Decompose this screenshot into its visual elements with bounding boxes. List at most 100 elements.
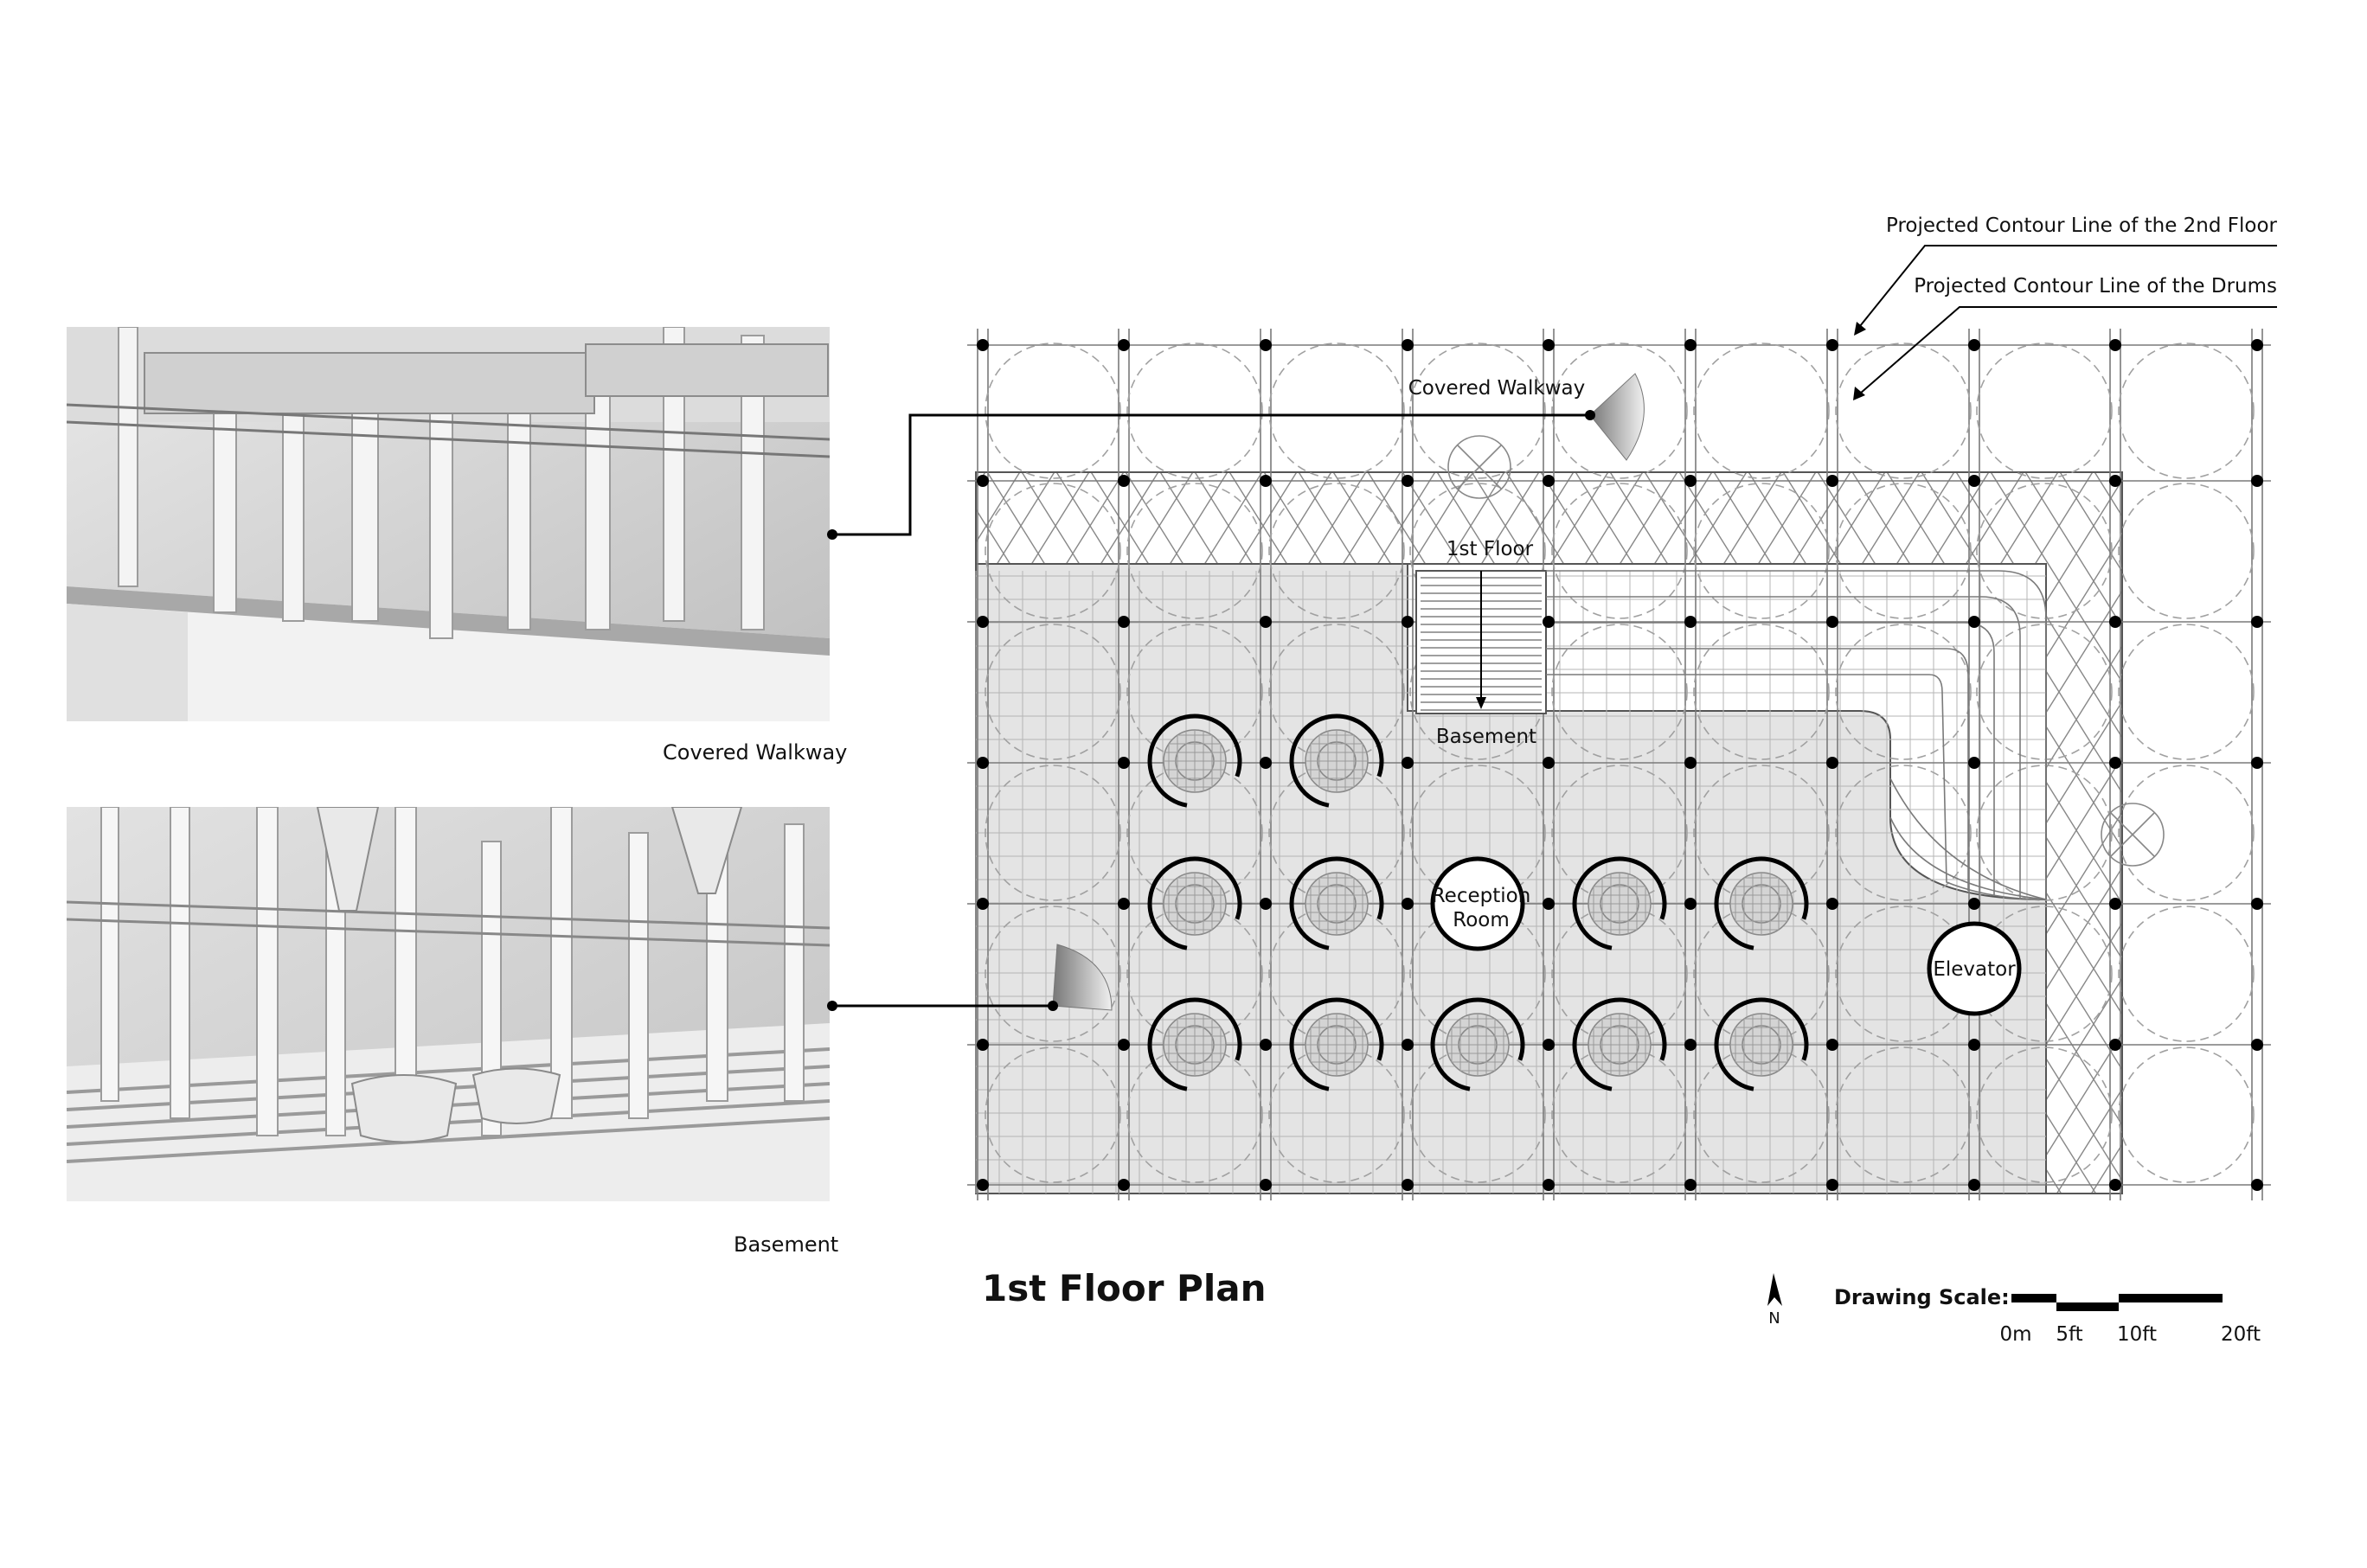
column-dot	[977, 339, 989, 351]
drum-contour-circle	[985, 624, 1121, 760]
drum-wall-arc	[1714, 856, 1809, 950]
basement-photo-illustration	[67, 807, 830, 1201]
column-dot	[1968, 757, 1980, 769]
drum-contour-circle	[2118, 1046, 2255, 1183]
drum-contour-circle	[985, 1046, 1121, 1183]
drum	[1572, 997, 1667, 1091]
plan-title: 1st Floor Plan	[982, 1267, 1267, 1309]
label-reception-room-line2: Room	[1453, 909, 1510, 931]
drawing-scale: Drawing Scale: 0m 5ft 10ft 20ft	[1834, 1285, 2261, 1346]
drum-wall-arc	[1289, 997, 1384, 1091]
column-dot	[1402, 1039, 1414, 1051]
column-dot	[1684, 339, 1697, 351]
column-dot	[1260, 339, 1272, 351]
north-arrow: N	[1767, 1273, 1782, 1328]
drum-contour-circle	[1835, 624, 1972, 760]
column-dot	[1543, 1179, 1555, 1191]
column-dot	[1968, 1179, 1980, 1191]
drum-contour-circle	[2118, 624, 2255, 760]
scale-title: Drawing Scale:	[1834, 1285, 2010, 1309]
column-dot	[1260, 616, 1272, 628]
column-dot	[1826, 616, 1838, 628]
drum-wall-arc	[1572, 856, 1667, 950]
scale-tick-2: 10ft	[2117, 1323, 2157, 1346]
column-dot	[2109, 616, 2121, 628]
drum-contour-circle	[1976, 1046, 2113, 1183]
drum-contour-circle	[2118, 342, 2255, 479]
column-dot	[1260, 1039, 1272, 1051]
column-dot	[2251, 339, 2263, 351]
drum-contour-circle	[985, 483, 1121, 619]
scale-bar-segment-2	[2056, 1302, 2119, 1311]
drum-contour-circle	[1835, 1046, 1972, 1183]
column-dot	[1543, 339, 1555, 351]
drum-contour-circle	[2118, 906, 2255, 1042]
annotation-2nd-floor-contour: Projected Contour Line of the 2nd Floor	[1886, 214, 2278, 237]
label-first-floor: 1st Floor	[1446, 538, 1534, 560]
column-dot	[2251, 757, 2263, 769]
column-dot	[1402, 475, 1414, 487]
drum	[1289, 856, 1384, 950]
drum-contour-circle	[1976, 624, 2113, 760]
basement-photo	[67, 807, 830, 1201]
column-dot	[1826, 339, 1838, 351]
drum-contour-circle	[1976, 483, 2113, 619]
label-covered-walkway: Covered Walkway	[1408, 377, 1586, 400]
drum	[1430, 997, 1525, 1091]
stair-arrow	[1476, 571, 1486, 709]
drum-wall-arc	[1147, 856, 1242, 950]
column-dot	[1543, 757, 1555, 769]
column-dot	[1402, 1179, 1414, 1191]
drum-contour-circle	[1268, 342, 1405, 479]
column-dot	[2109, 1039, 2121, 1051]
column-dot	[1402, 339, 1414, 351]
column-dot	[1968, 898, 1980, 910]
column-dot	[1118, 616, 1130, 628]
drum-contour-circle	[1551, 624, 1688, 760]
drum-contour-circle	[1126, 483, 1263, 619]
column-dot	[1968, 616, 1980, 628]
drum	[1572, 856, 1667, 950]
drum	[1714, 997, 1809, 1091]
drums	[1147, 714, 1809, 1091]
drum-wall-arc	[1289, 856, 1384, 950]
column-dot	[977, 1179, 989, 1191]
column-dot	[1118, 1039, 1130, 1051]
annotation-drums-contour: Projected Contour Line of the Drums	[1914, 275, 2277, 298]
drum-contour-circle	[2118, 765, 2255, 901]
drum-contour-circle	[985, 906, 1121, 1042]
column-dot	[1826, 898, 1838, 910]
north-label: N	[1768, 1309, 1780, 1328]
basement-caption: Basement	[734, 1232, 839, 1257]
drum-contour-circle	[1693, 1046, 1830, 1183]
column-dot	[1826, 1039, 1838, 1051]
column-dot	[1968, 1039, 1980, 1051]
drum-contour-circle	[1693, 342, 1830, 479]
column-dot	[977, 898, 989, 910]
column-dot	[1684, 475, 1697, 487]
drum	[1289, 714, 1384, 808]
curved-ramp	[1546, 570, 2047, 900]
column-dot	[1402, 757, 1414, 769]
column-dot	[1684, 1039, 1697, 1051]
elevator-circle	[1927, 921, 2022, 1016]
x-markers	[1447, 435, 2165, 867]
drum-contour-circle	[1976, 765, 2113, 901]
drum-wall-arc	[1147, 714, 1242, 808]
column-dot	[2251, 475, 2263, 487]
drum-contour-circle	[1409, 483, 1546, 619]
drum-contour-circle	[1409, 342, 1546, 479]
scale-tick-1: 5ft	[2056, 1323, 2082, 1346]
column-dot	[2251, 1039, 2263, 1051]
column-dot	[1826, 1179, 1838, 1191]
drum-contour-circle	[985, 342, 1121, 479]
column-dot	[977, 757, 989, 769]
drum-contour-circle	[1409, 765, 1546, 901]
column-dot	[1543, 1039, 1555, 1051]
drum-contour-circle	[1976, 342, 2113, 479]
drum	[1147, 856, 1242, 950]
drum-contour-circle	[1835, 765, 1972, 901]
drum-wall-arc	[1289, 714, 1384, 808]
drum-contour-circle	[1409, 906, 1546, 1042]
